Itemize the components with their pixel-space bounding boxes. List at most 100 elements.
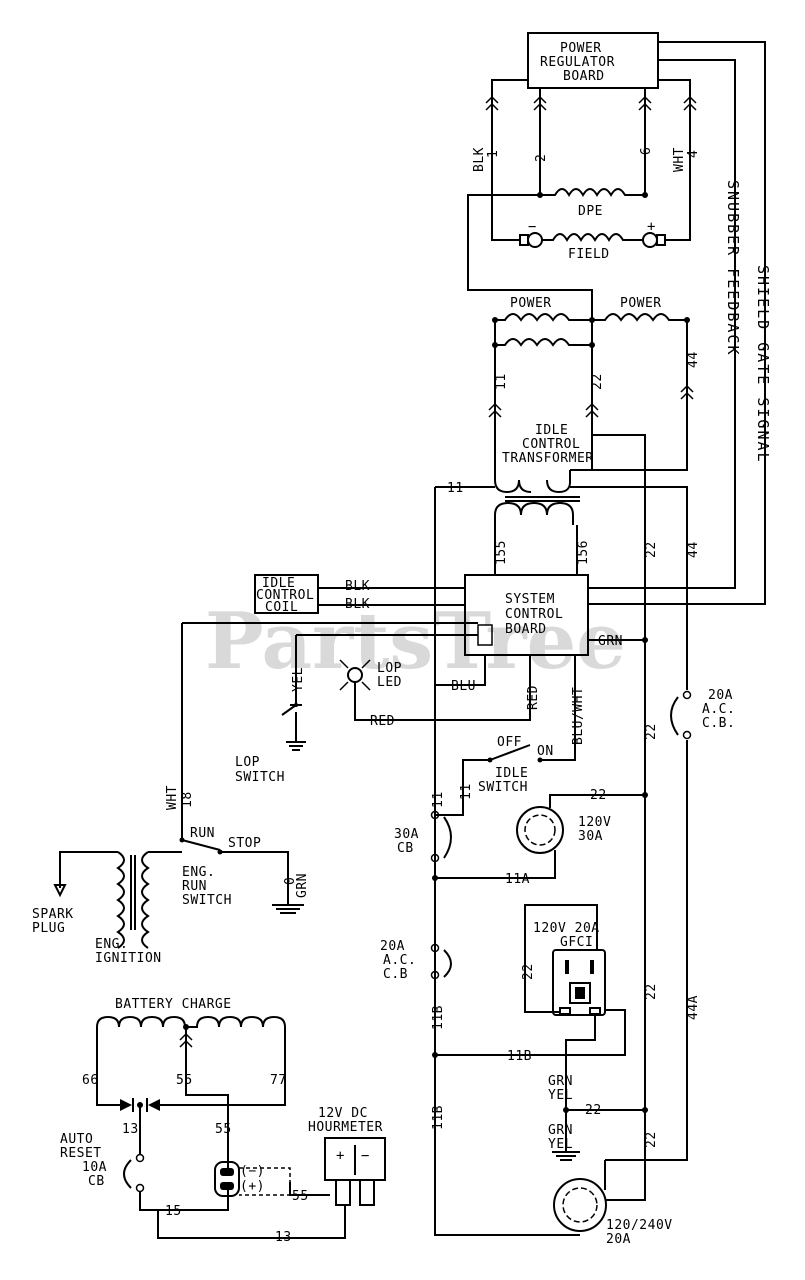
eng-ignition-label-2: IGNITION (95, 951, 162, 966)
label-regulator: REGULATOR (540, 55, 615, 70)
wire-yel-label: YEL (291, 667, 306, 692)
system-control-board: SYSTEM CONTROL BOARD (464, 574, 589, 656)
label-power: POWER (560, 41, 602, 56)
wire-wht-18a-label: WHT (165, 785, 180, 810)
wire-blk-b-label: BLK (345, 597, 370, 612)
wire-22-r2-label: 22 (644, 983, 659, 1000)
wire-13-b-label: 13 (275, 1230, 292, 1245)
gfci-grn-label: GRN (548, 1074, 573, 1089)
hourmeter-plus-label: + (336, 1148, 345, 1164)
receptacle-240-label-2: 20A (606, 1232, 631, 1247)
auto-reset-label-3: 10A (82, 1160, 107, 1175)
coil-control-label: CONTROL (256, 588, 314, 603)
wire-11-b-label: 11 (431, 791, 446, 808)
wire-44-top-label: 44 (686, 351, 701, 368)
breaker-20a-right-label-1: 20A (708, 688, 733, 703)
auto-reset-label-4: CB (88, 1174, 105, 1189)
receptacle-120-240v: 120/240V 20A (553, 1178, 672, 1247)
dpe-label: DPE (578, 204, 603, 219)
wire-11b-v2-label: 11B (431, 1105, 446, 1130)
connector-neg-label: (−) (240, 1164, 265, 1179)
control-label: CONTROL (522, 437, 580, 452)
field-minus-label: − (528, 219, 537, 235)
idle-control-coil: IDLE CONTROL COIL (254, 574, 319, 615)
wire-22-r3-label: 22 (644, 1131, 659, 1148)
lop-switch-label-2: SWITCH (235, 770, 285, 785)
gfci-label-1: 120V 20A (533, 921, 600, 936)
lop-led: LOP LED (339, 659, 402, 691)
wire-blu-wht-label: BLU/WHT (571, 687, 586, 745)
wire-11-h-label: 11 (447, 481, 464, 496)
wire-156-label: 156 (576, 540, 591, 565)
wire-11b-v-label: 11B (431, 1005, 446, 1030)
wire-44-v-label: 44 (686, 541, 701, 558)
wire-11-a-label: 11 (459, 783, 474, 800)
coil-idle-label: IDLE (262, 576, 295, 591)
eng-run-switch-label-1: ENG. (182, 865, 215, 880)
stop-label: STOP (228, 836, 261, 851)
wire-13-a-label: 13 (122, 1122, 139, 1137)
eng-ignition-label-1: ENG. (95, 937, 128, 952)
hourmeter-minus-label: − (361, 1148, 370, 1164)
breaker-20a-right: 20A A.C. C.B. (670, 688, 735, 740)
wire-44a-label: 44A (686, 995, 701, 1020)
auto-reset-breaker: AUTO RESET 10A CB (60, 1132, 145, 1193)
wire-wht-label: WHT (672, 147, 687, 172)
wire-blk-a-label: BLK (345, 579, 370, 594)
scb-control-label: CONTROL (505, 607, 563, 622)
ground-grn-label: GRN (548, 1123, 573, 1138)
wire-11b-h-label: 11B (507, 1049, 532, 1064)
breaker-30a: 30A CB (394, 810, 452, 863)
wire-11-top-label: 11 (494, 373, 509, 390)
wire-4-label: 4 (686, 150, 701, 158)
idle-switch-off-label: OFF (497, 735, 522, 750)
transformer-label: TRANSFORMER (502, 451, 594, 466)
wire-66-label: 66 (82, 1073, 99, 1088)
wire-15-label: 15 (165, 1204, 182, 1219)
spark-plug-label-2: PLUG (32, 921, 65, 936)
run-label: RUN (190, 826, 215, 841)
watermark: PartsTree (205, 596, 626, 687)
connector-chevrons (485, 95, 697, 111)
eng-run-switch-label-3: SWITCH (182, 893, 232, 908)
wire-155-label: 155 (494, 540, 509, 565)
eng-run-switch-label-2: RUN (182, 879, 207, 894)
wire-77-label: 77 (270, 1073, 287, 1088)
receptacle-120v-30a: 120V 30A (516, 806, 611, 854)
breaker-20a-left: 20A A.C. C.B (380, 939, 452, 982)
breaker-20a-right-label-3: C.B. (702, 716, 735, 731)
shield-gate-signal-label: SHIELD GATE SIGNAL (754, 265, 772, 464)
lop-led-label-1: LOP (377, 661, 402, 676)
wire-6-label: 6 (639, 147, 654, 155)
scb-system-label: SYSTEM (505, 592, 555, 607)
wire-blk-label: BLK (472, 147, 487, 172)
idle-switch: OFF ON IDLE SWITCH (478, 735, 553, 795)
wire-18-label: 18 (180, 791, 195, 808)
power-right-label: POWER (620, 296, 662, 311)
battery-charge-label: BATTERY CHARGE (115, 997, 232, 1012)
breaker-30a-label-2: CB (397, 841, 414, 856)
engine-ignition: ENG. IGNITION (95, 851, 162, 966)
wire-grn-0-label: GRN (295, 873, 310, 898)
wire-blu-label: BLU (451, 679, 476, 694)
spark-plug-label-1: SPARK (32, 907, 74, 922)
wire-22-r1-label: 22 (644, 723, 659, 740)
breaker-20a-left-label-1: 20A (380, 939, 405, 954)
breaker-20a-left-label-3: C.B (383, 967, 408, 982)
wire-22-v-label: 22 (644, 541, 659, 558)
coil-coil-label: COIL (265, 600, 298, 615)
wire-red-v-label: RED (526, 685, 541, 710)
receptacle-30a-label-1: 120V (578, 815, 611, 830)
scb-board-label: BOARD (505, 622, 547, 637)
auto-reset-label-2: RESET (60, 1146, 102, 1161)
auto-reset-label-1: AUTO (60, 1132, 93, 1147)
field-winding: − + FIELD (519, 219, 666, 262)
wire-2-label: 2 (534, 154, 549, 162)
wire-22-gfci-label: 22 (521, 963, 536, 980)
engine-run-switch: RUN STOP ENG. RUN SWITCH (179, 826, 261, 908)
gfci-yel-label: YEL (548, 1088, 573, 1103)
hourmeter-connector: (−) (+) (214, 1161, 291, 1197)
lop-switch: LOP SWITCH (235, 703, 306, 785)
wire-55-label: 55 (176, 1073, 193, 1088)
